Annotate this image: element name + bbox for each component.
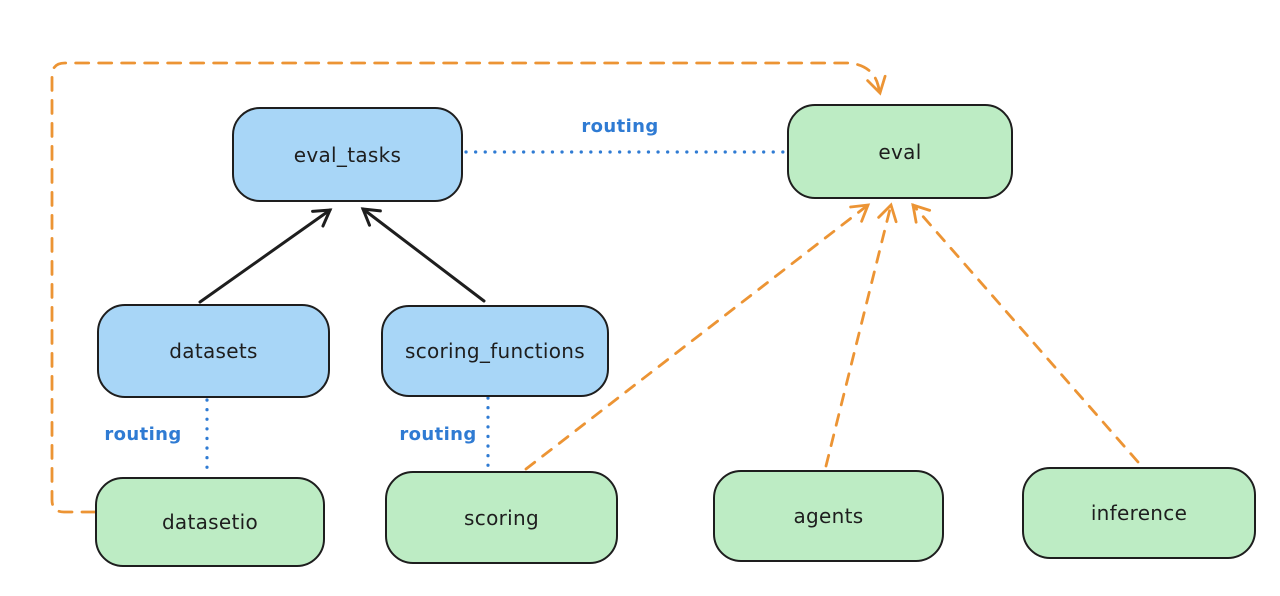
edge-scoring-to-eval-dashed: [524, 203, 871, 471]
edge-datasets-to-eval_tasks-arrow: [198, 208, 333, 304]
node-datasets-label: datasets: [169, 339, 258, 363]
edge-agents-to-eval-dashed: [824, 202, 898, 468]
node-eval: eval: [787, 104, 1013, 199]
node-agents-label: agents: [793, 504, 864, 528]
node-eval-label: eval: [878, 139, 922, 164]
edge-scoring_functions-to-eval_tasks-arrow: [360, 207, 486, 303]
edge-label-routing-datasets-datasetio: routing: [104, 424, 182, 445]
edge-label-routing-eval_tasks-eval: routing: [581, 116, 659, 137]
node-datasetio-label: datasetio: [161, 510, 259, 534]
node-scoring_functions-label: scoring_functions: [404, 339, 586, 363]
node-scoring-label: scoring: [464, 505, 539, 530]
node-inference: inference: [1022, 467, 1256, 559]
node-agents: agents: [713, 470, 944, 562]
node-eval_tasks: eval_tasks: [232, 107, 463, 202]
edge-datasetio-to-eval-dashed: [50, 61, 887, 514]
node-inference-label: inference: [1090, 501, 1188, 525]
edge-label-routing-scoring_functions-scoring: routing: [399, 424, 477, 445]
edge-inference-to-eval-dashed: [911, 202, 1140, 464]
node-datasetio: datasetio: [95, 477, 325, 567]
node-scoring_functions: scoring_functions: [381, 305, 609, 397]
node-eval_tasks-label: eval_tasks: [293, 142, 402, 167]
node-scoring: scoring: [385, 471, 618, 564]
node-datasets: datasets: [97, 304, 330, 398]
